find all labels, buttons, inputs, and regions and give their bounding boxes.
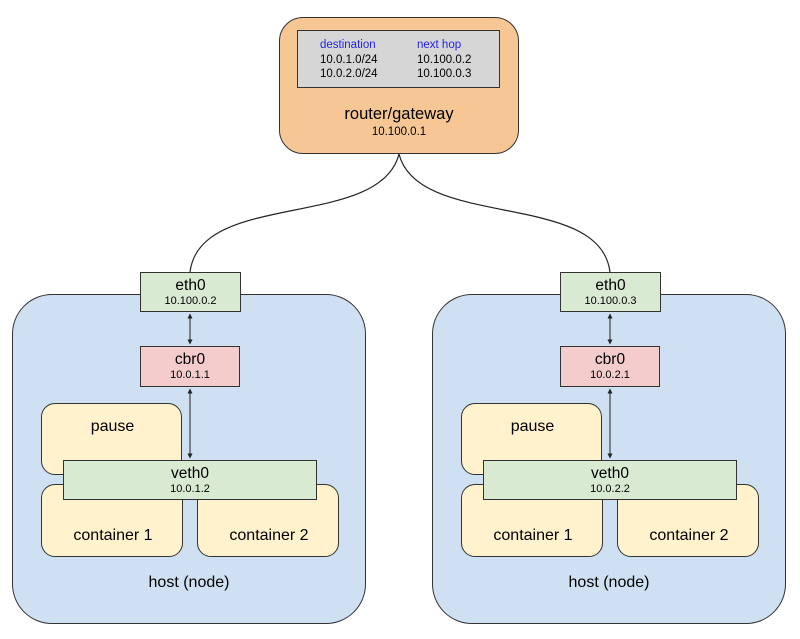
router-ip: 10.100.0.1 [371,126,427,138]
container-1-label: container 1 [493,527,573,544]
host-label: host (node) [148,574,230,591]
veth0-ip: 10.0.2.2 [590,482,630,495]
veth0-ip: 10.0.1.2 [170,482,210,495]
container-2-label: container 2 [649,527,729,544]
veth0-interface: veth0 10.0.1.2 [63,460,317,500]
routing-table: destination next hop 10.0.1.0/24 10.100.… [297,30,500,88]
pause-label: pause [510,418,555,435]
eth0-name: eth0 [595,276,626,294]
cbr0-bridge: cbr0 10.0.2.1 [560,346,660,387]
route-next-hop: 10.100.0.2 [417,54,472,66]
veth0-interface: veth0 10.0.2.2 [483,460,737,500]
eth0-ip: 10.100.0.3 [584,294,637,307]
container-1-label: container 1 [73,527,153,544]
eth0-name: eth0 [175,276,206,294]
eth0-interface: eth0 10.100.0.2 [140,272,241,312]
route-destination: 10.0.1.0/24 [320,54,378,66]
routing-table-header-destination: destination [320,39,376,51]
pause-label: pause [90,418,135,435]
container-2-label: container 2 [229,527,309,544]
router-name: router/gateway [344,105,454,123]
router-to-eth0-link [398,153,611,273]
veth0-name: veth0 [171,464,209,482]
veth0-name: veth0 [591,464,629,482]
eth0-ip: 10.100.0.2 [164,294,217,307]
routing-table-header-next-hop: next hop [417,39,462,51]
route-next-hop: 10.100.0.3 [417,68,472,80]
cbr0-ip: 10.0.2.1 [590,369,630,381]
router-to-eth0-link [189,153,400,273]
cbr0-bridge: cbr0 10.0.1.1 [140,346,240,387]
cbr0-name: cbr0 [594,351,626,368]
cbr0-name: cbr0 [174,351,206,368]
cbr0-ip: 10.0.1.1 [170,369,210,381]
host-label: host (node) [568,574,650,591]
eth0-interface: eth0 10.100.0.3 [560,272,661,312]
route-destination: 10.0.2.0/24 [320,68,378,80]
